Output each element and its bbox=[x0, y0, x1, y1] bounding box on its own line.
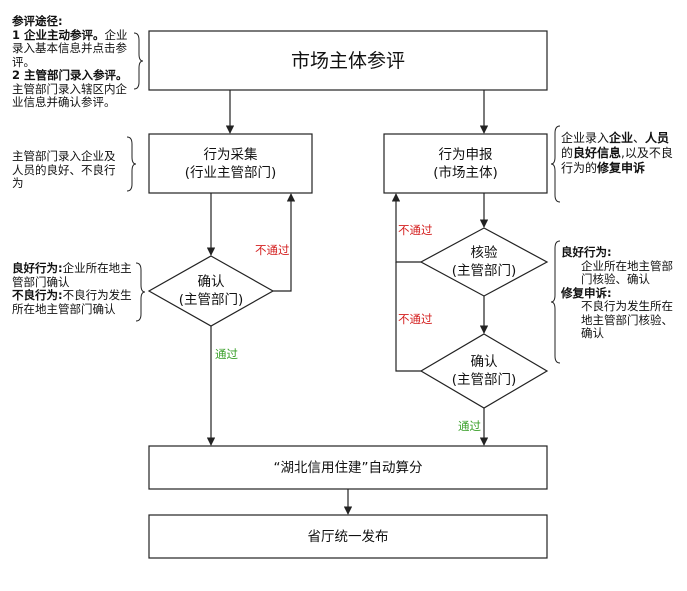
arrow-confirm-right-reject bbox=[395, 262, 421, 372]
edge-label-reject-right-top: 不通过 bbox=[398, 223, 433, 237]
note-declare-b3: 良好信息 bbox=[573, 146, 622, 160]
collect-label: 行为采集 (行业主管部门) bbox=[149, 134, 312, 193]
note-verify: 良好行为: 企业所在地主管部门核验、确认 修复申诉: 不良行为发生所在地主管部门… bbox=[561, 245, 679, 341]
note-declare-t4: ,以及不良行为的 bbox=[561, 146, 673, 175]
note-declare: 企业录入企业、人员的良好信息,以及不良行为的修复申诉 bbox=[561, 131, 679, 176]
confirm-right-label-line2: (主管部门) bbox=[451, 372, 517, 388]
note-verify-good-bold: 良好行为: bbox=[561, 245, 612, 259]
publish-label: 省厅统一发布 bbox=[307, 528, 389, 545]
declare-label-line1: 行为申报 bbox=[438, 146, 493, 163]
score-label: “湖北信用住建”自动算分 bbox=[273, 459, 423, 476]
confirm-right-label: 确认 (主管部门) bbox=[432, 346, 536, 396]
verify-label-line2: (主管部门) bbox=[451, 263, 517, 279]
edge-label-reject-left: 不通过 bbox=[255, 243, 290, 257]
note-path-item1-bold: 1 企业主动参评。 bbox=[12, 27, 105, 42]
note-declare-t1: 企业录入 bbox=[561, 131, 610, 145]
title-box bbox=[148, 30, 548, 91]
declare-label-line2: (市场主体) bbox=[433, 164, 498, 181]
note-path: 参评途径: 1 企业主动参评。企业录入基本信息并点击参评。 2 主管部门录入参评… bbox=[12, 14, 133, 110]
collect-label-line1: 行为采集 bbox=[203, 146, 258, 163]
note-path-item2: 2 主管部门录入参评。主管部门录入辖区内企业信息并确认参评。 bbox=[12, 68, 133, 110]
note-verify-good-text: 企业所在地主管部门核验、确认 bbox=[581, 258, 673, 286]
note-declare-b1: 企业 bbox=[609, 131, 634, 145]
confirm-right-label-line1: 确认 bbox=[470, 354, 498, 370]
confirm-left-label-line2: (主管部门) bbox=[178, 292, 244, 308]
note-verify-repair-bold: 修复申诉: bbox=[561, 285, 612, 300]
bracket-declare-note bbox=[550, 125, 561, 203]
arrow-confirm-left-reject bbox=[273, 193, 296, 292]
note-confirm-left: 良好行为:企业所在地主管部门确认 不良行为:不良行为发生所在地主管部门确认 bbox=[12, 261, 132, 316]
note-path-heading: 参评途径: bbox=[12, 14, 63, 28]
note-declare-b4: 修复申诉 bbox=[597, 161, 646, 175]
verify-label-line1: 核验 bbox=[470, 245, 498, 261]
bracket-collect-note bbox=[126, 136, 137, 192]
note-declare-t3: 的 bbox=[561, 146, 574, 160]
note-confirm-left-good: 良好行为:企业所在地主管部门确认 bbox=[12, 261, 132, 289]
bracket-verify-note bbox=[550, 240, 561, 364]
note-confirm-left-bad: 不良行为:不良行为发生所在地主管部门确认 bbox=[12, 288, 132, 316]
bracket-confirm-left-note bbox=[135, 262, 146, 322]
note-confirm-left-bad-text: 不良行为发生所在地主管部门确认 bbox=[12, 288, 132, 316]
note-collect: 主管部门录入企业及人员的良好、不良行为 bbox=[12, 149, 116, 190]
note-confirm-left-good-text: 企业所在地主管部门确认 bbox=[12, 261, 132, 289]
score-box bbox=[148, 445, 548, 490]
note-declare-b2: 人员 bbox=[645, 131, 670, 145]
collect-box bbox=[148, 133, 313, 194]
edge-label-pass-right: 通过 bbox=[458, 419, 481, 433]
note-verify-repair-text: 不良行为发生所在地主管部门核验、确认 bbox=[581, 299, 673, 340]
note-path-item1-text: 企业录入基本信息并点击参评。 bbox=[12, 27, 128, 69]
declare-label: 行为申报 (市场主体) bbox=[384, 134, 547, 193]
note-path-item1: 1 企业主动参评。企业录入基本信息并点击参评。 bbox=[12, 27, 133, 70]
edge-label-pass-left: 通过 bbox=[215, 347, 238, 361]
publish-box bbox=[148, 514, 548, 559]
declare-box bbox=[383, 133, 548, 194]
edge-label-reject-right-bottom: 不通过 bbox=[398, 312, 433, 326]
confirm-left-label-line1: 确认 bbox=[197, 274, 225, 290]
note-path-item2-text: 主管部门录入辖区内企业信息并确认参评。 bbox=[12, 81, 127, 109]
bracket-path-note bbox=[133, 32, 144, 90]
note-confirm-left-bad-bold: 不良行为: bbox=[12, 288, 63, 302]
verify-label: 核验 (主管部门) bbox=[432, 237, 536, 287]
note-confirm-left-good-bold: 良好行为: bbox=[12, 261, 63, 275]
note-path-item2-bold: 2 主管部门录入参评。 bbox=[12, 68, 128, 82]
note-declare-t2: 、 bbox=[633, 131, 646, 145]
collect-label-line2: (行业主管部门) bbox=[184, 164, 277, 181]
confirm-left-label: 确认 (主管部门) bbox=[159, 266, 263, 316]
title-label: 市场主体参评 bbox=[290, 49, 405, 72]
